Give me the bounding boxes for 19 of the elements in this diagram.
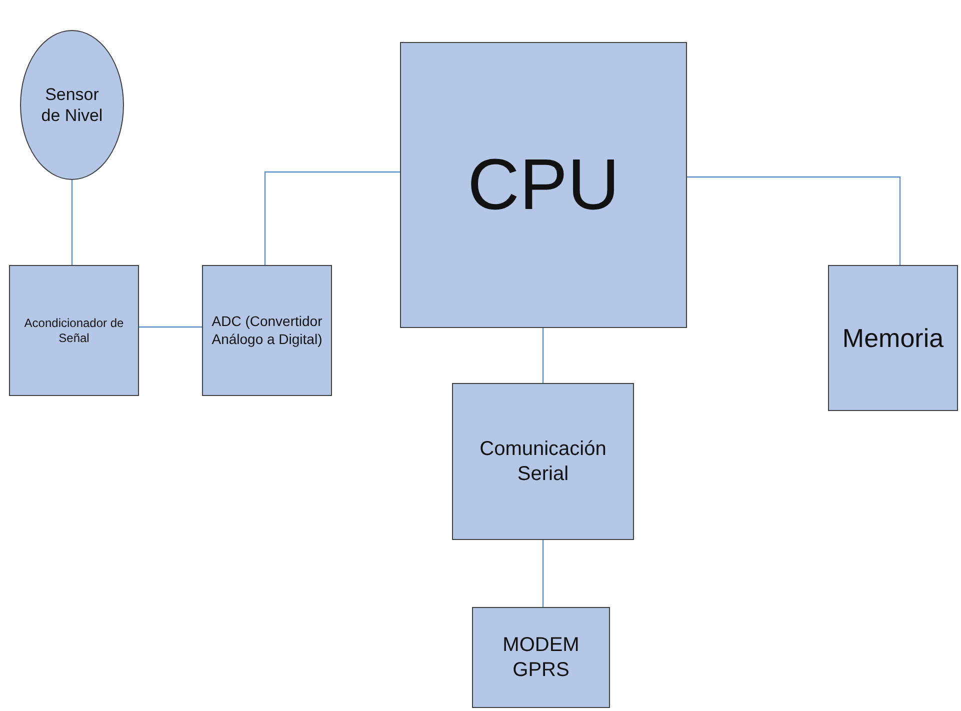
block-box (472, 607, 610, 708)
block-box (828, 265, 958, 411)
block-label: Memoria (842, 322, 944, 354)
block-box (9, 265, 139, 396)
connector-line (139, 326, 202, 328)
connector-line (71, 180, 73, 265)
block-label: Acondicionador de Señal (23, 316, 125, 346)
block-label: MODEM GPRS (502, 632, 580, 682)
connector-line (264, 171, 400, 265)
connector-line (542, 540, 544, 607)
connector-line (687, 176, 901, 265)
block-box (400, 42, 687, 328)
block-box (452, 383, 634, 540)
block-label: Sensor de Nivel (40, 84, 104, 126)
block-label: ADC (Convertidor Análogo a Digital) (210, 313, 324, 348)
connector-line (542, 328, 544, 383)
block-label: CPU (467, 144, 620, 227)
block-box (202, 265, 332, 396)
block-label: Comunicación Serial (478, 436, 608, 486)
